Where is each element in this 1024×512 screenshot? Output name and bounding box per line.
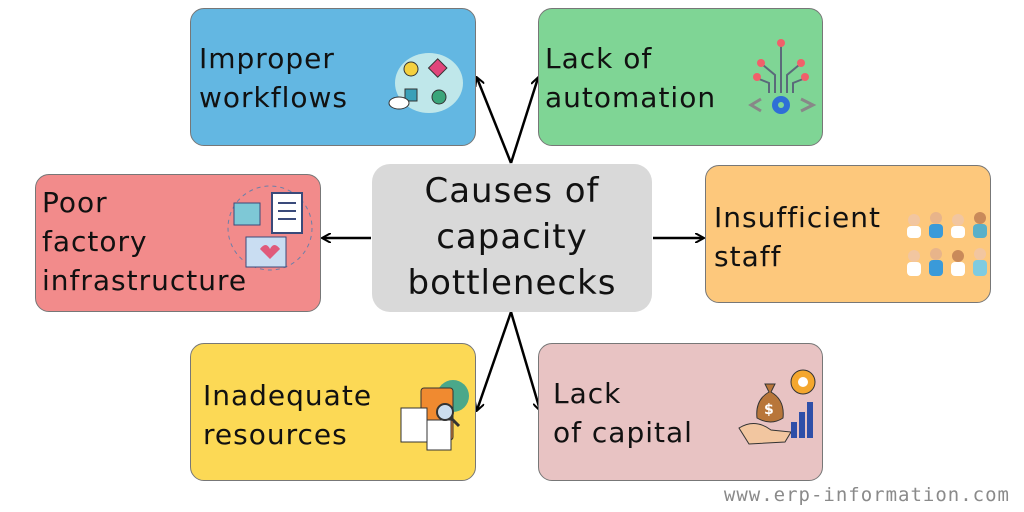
label-line: Lack xyxy=(553,377,622,410)
arrow-to-capital xyxy=(509,311,540,410)
label-line: capacity xyxy=(436,217,588,257)
money-bag-chart-icon: $ xyxy=(738,369,816,445)
cause-inadequate-resources: Inadequate resources xyxy=(190,343,476,481)
factory-clipboard-icon xyxy=(227,185,313,271)
cause-label: Insufficient staff xyxy=(714,198,881,276)
label-line: Lack of xyxy=(545,42,653,75)
svg-text:$: $ xyxy=(764,402,774,418)
central-topic-label: Causes of capacity bottlenecks xyxy=(372,168,652,306)
label-line: workflows xyxy=(199,81,349,114)
automation-gear-icon xyxy=(748,39,817,114)
label-line: staff xyxy=(714,240,782,273)
cause-lack-of-capital: Lack of capital $ xyxy=(538,343,823,481)
central-topic: Causes of capacity bottlenecks xyxy=(372,164,652,312)
label-line: of capital xyxy=(553,416,693,449)
staff-people-icon xyxy=(907,212,987,276)
label-line: Poor xyxy=(42,186,108,219)
documents-search-icon xyxy=(400,380,469,451)
label-line: resources xyxy=(203,418,348,451)
cause-improper-workflows: Improper workflows xyxy=(190,8,476,146)
label-line: bottlenecks xyxy=(407,263,617,303)
cause-lack-of-automation: Lack of automation xyxy=(538,8,823,146)
cause-label: Inadequate resources xyxy=(203,376,372,454)
cause-insufficient-staff: Insufficient staff xyxy=(705,165,991,303)
arrow-to-workflows xyxy=(477,78,513,164)
label-line: factory xyxy=(42,225,148,258)
watermark: www.erp-information.com xyxy=(723,484,1010,506)
label-line: Improper xyxy=(199,42,335,75)
label-line: Insufficient xyxy=(714,201,881,234)
label-line: Inadequate xyxy=(203,379,373,412)
label-line: infrastructure xyxy=(42,264,248,297)
arrow-to-automation xyxy=(509,78,538,164)
cause-label: Lack of automation xyxy=(545,39,716,117)
label-line: Causes of xyxy=(424,171,600,211)
cause-label: Lack of capital xyxy=(553,374,693,452)
arrow-to-resources xyxy=(477,311,513,410)
cause-poor-factory-infrastructure: Poor factory infrastructure xyxy=(35,174,321,312)
label-line: automation xyxy=(545,81,717,114)
cause-label: Improper workflows xyxy=(199,39,348,117)
workflow-cloud-icon xyxy=(388,53,463,113)
cause-label: Poor factory infrastructure xyxy=(42,183,247,300)
